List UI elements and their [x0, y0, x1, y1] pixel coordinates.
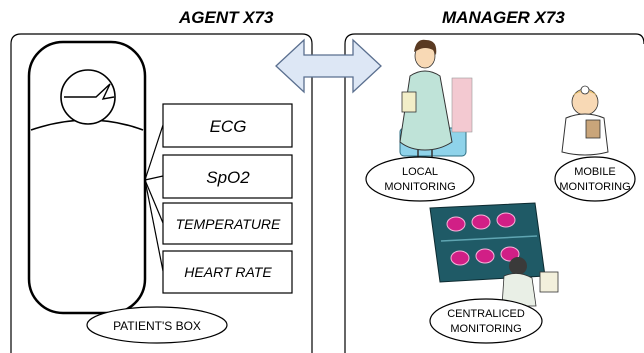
doctor-local-icon: [399, 39, 473, 160]
manager-title: MANAGER X73: [442, 8, 565, 27]
sensor-box-temperature: [162, 202, 293, 245]
local-monitoring-ellipse: [365, 156, 475, 202]
patient-bed: [27, 40, 147, 315]
sensor-label-ecg: ECG: [210, 117, 247, 136]
patients-box-label: PATIENT'S BOX: [113, 319, 201, 333]
central-monitors-icon: [429, 202, 559, 307]
manager-panel: [344, 33, 644, 353]
central-monitoring-label-line2: MONITORING: [450, 323, 521, 335]
mobile-monitoring-ellipse: [554, 156, 636, 202]
sensor-box-spo2: [162, 154, 293, 199]
sensor-label-spo2: SpO2: [206, 168, 250, 187]
central-monitoring-label-line1: CENTRALICED: [447, 308, 525, 320]
agent-panel: [10, 33, 313, 353]
sensor-label-heart-rate: HEART RATE: [184, 264, 272, 280]
local-monitoring-label-line1: LOCAL: [402, 166, 438, 178]
sensor-box-heart-rate: [162, 250, 293, 294]
central-monitoring-ellipse: [429, 298, 543, 344]
sensor-connectors: [144, 124, 164, 272]
agent-title: AGENT X73: [179, 8, 274, 27]
mobile-monitoring-label-line2: MONITORING: [559, 181, 630, 193]
patients-box-ellipse: [86, 306, 228, 344]
sensor-box-ecg: [162, 103, 293, 148]
local-monitoring-label-line2: MONITORING: [384, 181, 455, 193]
bidirectional-arrow-icon: [275, 38, 382, 94]
mobile-monitoring-label-line1: MOBILE: [574, 166, 616, 178]
nurse-mobile-icon: [561, 85, 609, 156]
patient-head-icon: [60, 69, 116, 125]
sensor-label-temperature: TEMPERATURE: [176, 216, 281, 232]
